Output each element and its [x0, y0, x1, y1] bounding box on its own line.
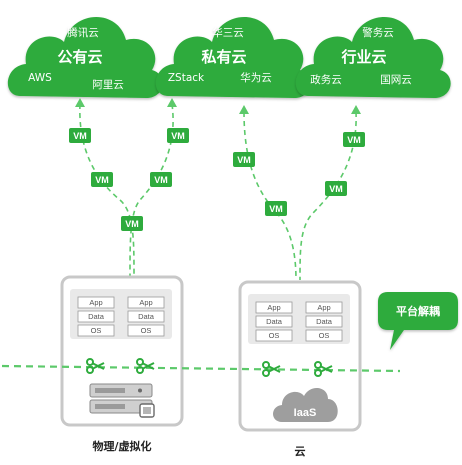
left-stack-2: App Data OS	[127, 296, 165, 337]
decoupling-line	[1, 364, 401, 373]
server-icon	[89, 383, 155, 418]
industry-cloud: 警务云 行业云 政务云 国网云	[295, 16, 451, 98]
vm-tag: VM	[343, 132, 365, 147]
private-cloud-label-2: ZStack	[168, 72, 205, 84]
right-path-to-industry	[299, 111, 357, 281]
svg-text:VM: VM	[95, 175, 109, 185]
public-cloud: 腾讯云 公有云 AWS 阿里云	[7, 16, 163, 98]
stack-data-label: Data	[266, 317, 283, 326]
stack-app-label: App	[317, 303, 330, 312]
vm-tag: VM	[121, 216, 143, 231]
industry-cloud-label-3: 国网云	[380, 74, 412, 86]
svg-text:VM: VM	[237, 155, 251, 165]
stack-app-label: App	[89, 298, 102, 307]
left-stack-1: App Data OS	[77, 296, 115, 337]
scissors-icon	[136, 358, 155, 374]
stack-app-label: App	[139, 298, 152, 307]
public-cloud-label-2: AWS	[28, 72, 52, 84]
stack-data-label: Data	[138, 312, 155, 321]
iaas-cloud-icon: IaaS	[273, 388, 338, 422]
scissors-icon	[262, 361, 281, 377]
arrow-head-industry	[351, 105, 361, 114]
decoupling-bubble: 平台解耦	[378, 292, 458, 350]
vm-tag: VM	[69, 128, 91, 143]
industry-cloud-label-1: 警务云	[362, 26, 394, 39]
left-path-to-public	[79, 103, 135, 277]
vm-tag: VM	[150, 172, 172, 187]
right-stack-2: App Data OS	[305, 301, 343, 342]
private-cloud: 华三云 私有云 ZStack 华为云	[155, 16, 311, 98]
arrow-head-public	[75, 98, 85, 107]
physical-caption: 物理/虚拟化	[92, 439, 151, 453]
svg-text:VM: VM	[269, 204, 283, 214]
arrow-head-private-right	[239, 105, 249, 114]
private-cloud-label-1: 华三云	[212, 26, 244, 39]
right-path-to-private	[243, 111, 297, 281]
public-cloud-title: 公有云	[57, 48, 102, 66]
bubble-label: 平台解耦	[396, 304, 440, 318]
private-cloud-title: 私有云	[200, 48, 246, 66]
industry-cloud-title: 行业云	[340, 48, 386, 66]
stack-data-label: Data	[316, 317, 333, 326]
arrow-head-private-left	[167, 98, 177, 107]
public-cloud-label-3: 阿里云	[92, 79, 124, 91]
iaas-label: IaaS	[294, 407, 317, 419]
vm-tags: VM VM VM VM VM VM VM VM VM	[69, 128, 365, 231]
svg-text:VM: VM	[73, 131, 87, 141]
industry-cloud-shape	[295, 16, 451, 98]
vm-tag: VM	[265, 201, 287, 216]
public-cloud-shape	[7, 16, 163, 98]
scissors-icon	[314, 361, 333, 377]
private-cloud-shape	[155, 16, 311, 98]
vm-tag: VM	[91, 172, 113, 187]
svg-text:VM: VM	[154, 175, 168, 185]
industry-cloud-label-2: 政务云	[310, 73, 342, 86]
svg-text:VM: VM	[347, 135, 361, 145]
stack-os-label: OS	[91, 326, 102, 335]
vm-tag: VM	[167, 128, 189, 143]
stack-os-label: OS	[319, 331, 330, 340]
private-cloud-label-3: 华为云	[240, 71, 272, 84]
svg-text:VM: VM	[329, 184, 343, 194]
cloud-caption: 云	[295, 445, 306, 458]
svg-text:VM: VM	[171, 131, 185, 141]
stack-data-label: Data	[88, 312, 105, 321]
right-vm-paths	[243, 111, 357, 281]
scissors-icon	[86, 358, 105, 374]
stack-os-label: OS	[141, 326, 152, 335]
svg-text:VM: VM	[125, 219, 139, 229]
public-cloud-label-1: 腾讯云	[67, 26, 99, 39]
left-path-to-private	[129, 103, 174, 277]
vm-tag: VM	[233, 152, 255, 167]
left-vm-paths	[79, 103, 174, 277]
right-stack-1: App Data OS	[255, 301, 293, 342]
vm-tag: VM	[325, 181, 347, 196]
stack-os-label: OS	[269, 331, 280, 340]
stack-app-label: App	[267, 303, 280, 312]
